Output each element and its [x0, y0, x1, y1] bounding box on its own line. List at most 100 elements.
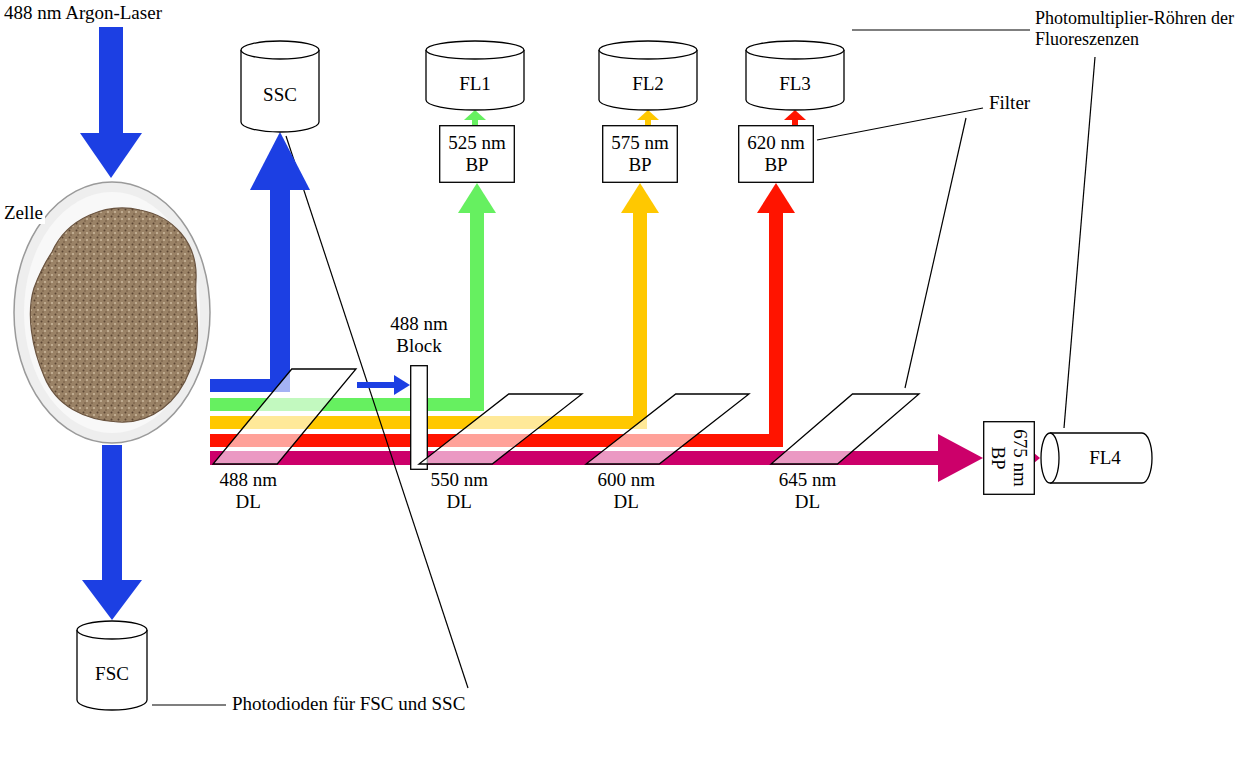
arrow-head	[82, 580, 142, 620]
cell-label: Zelle	[2, 202, 45, 224]
fsc-photodiode: FSC	[76, 620, 148, 710]
light-arrow	[637, 110, 659, 125]
arrow-head	[784, 110, 806, 120]
laser-label: 488 nm Argon-Laser	[4, 2, 234, 24]
light-arrow	[757, 183, 795, 393]
pmt-detector: FL4	[1040, 432, 1152, 484]
filter-box	[440, 126, 515, 183]
filter-label: 525 nm BP	[445, 132, 509, 176]
arrow-shaft	[920, 451, 939, 465]
dichroic-mirror: 550 nm DL	[418, 393, 583, 465]
mirror-plate	[586, 394, 749, 464]
light-arrow	[464, 110, 486, 125]
laser-block-filter: 488 nm Block	[410, 365, 428, 470]
mirror-label: 645 nm DL	[774, 469, 842, 513]
detector-label: FL1	[459, 73, 491, 95]
bandpass-filter: 675 nm BP	[983, 421, 1035, 495]
cylinder-top	[599, 41, 697, 59]
arrow-head	[757, 183, 795, 213]
dichroic-mirror: 600 nm DL	[585, 393, 750, 465]
block-label: 488 nm Block	[387, 313, 451, 357]
filter-label: 620 nm BP	[744, 132, 808, 176]
bandpass-filter: 575 nm BP	[602, 125, 678, 183]
light-arrow	[250, 132, 310, 368]
pmt-detector: FL1	[425, 40, 525, 110]
mirror-label: 550 nm DL	[425, 469, 493, 513]
cylinder-body	[241, 50, 319, 132]
light-arrow	[621, 183, 659, 393]
mirror-plate	[213, 369, 356, 464]
dichroic-mirror-outline	[212, 368, 357, 465]
cylinder-body	[1050, 433, 1152, 483]
cylinder-top	[426, 41, 524, 59]
light-arrow	[458, 183, 496, 393]
detector-label: SSC	[263, 84, 297, 106]
mirror-label: 600 nm DL	[592, 469, 660, 513]
cylinder-body	[77, 630, 147, 710]
photodiode-callout: Photodioden für FSC und SSC	[232, 693, 532, 715]
cytoplasm	[24, 192, 200, 433]
filter-label: 675 nm BP	[987, 426, 1031, 490]
arrow-shaft	[102, 445, 122, 581]
cylinder-top	[241, 41, 319, 59]
detector-label: FL3	[779, 73, 811, 95]
arrow-shaft	[633, 212, 647, 393]
block-box	[411, 366, 428, 470]
filter-label: 575 nm BP	[608, 132, 672, 176]
leader-line	[905, 118, 966, 388]
laser-block-filter-outline	[410, 365, 428, 470]
arrow-shaft	[470, 212, 484, 393]
filter-box	[603, 126, 678, 183]
detector-callout: Photomultiplier-Röhren der Fluoreszenzen	[1035, 8, 1255, 49]
arrow-shaft	[769, 212, 783, 393]
dichroic-mirror-outline	[585, 393, 750, 465]
mirror-plate	[419, 394, 582, 464]
arrow-head	[394, 375, 410, 395]
bandpass-filter: 620 nm BP	[738, 125, 814, 183]
arrow-head	[464, 110, 486, 120]
green-band	[210, 398, 484, 411]
mirror-label: 488 nm DL	[214, 469, 282, 513]
dichroic-mirror-outline	[770, 393, 920, 465]
filter-box	[984, 422, 1035, 495]
ssc-photodiode: SSC	[240, 40, 320, 132]
pmt-detector: FL2	[598, 40, 698, 110]
cylinder-top	[746, 41, 844, 59]
detector-label: FL4	[1089, 447, 1121, 469]
detector-label: FL2	[632, 73, 664, 95]
green-band	[470, 392, 484, 411]
arrow-head	[637, 110, 659, 120]
mirror-plate	[771, 394, 919, 464]
filter-box	[739, 126, 814, 183]
arrow-head	[250, 132, 310, 190]
dichroic-mirror: 488 nm DL	[212, 368, 357, 465]
dichroic-mirror-outline	[418, 393, 583, 465]
leader-line	[1064, 57, 1095, 428]
red-band	[769, 392, 783, 447]
detector-label: FSC	[95, 663, 129, 685]
arrow-head	[458, 183, 496, 213]
bandpass-filter: 525 nm BP	[439, 125, 515, 183]
leader-line	[817, 108, 983, 140]
dichroic-mirror: 645 nm DL	[770, 393, 920, 465]
light-arrow	[784, 110, 806, 125]
light-arrow	[920, 434, 983, 482]
leader-line	[852, 29, 1030, 30]
cylinder-top	[77, 621, 147, 639]
leader-line	[152, 704, 226, 705]
filter-callout: Filter	[989, 92, 1049, 114]
arrow-shaft	[270, 189, 290, 368]
light-arrow	[357, 375, 410, 395]
arrow-shaft	[357, 382, 395, 388]
arrow-head	[938, 434, 983, 482]
cell-ellipse: Zelle	[12, 180, 212, 445]
laser-arrowhead	[80, 133, 142, 178]
cylinder-face	[1041, 433, 1059, 483]
arrow-head	[621, 183, 659, 213]
light-arrow	[82, 445, 142, 620]
laser-beam	[99, 27, 123, 135]
cell-nucleus	[30, 208, 197, 422]
pmt-detector: FL3	[745, 40, 845, 110]
